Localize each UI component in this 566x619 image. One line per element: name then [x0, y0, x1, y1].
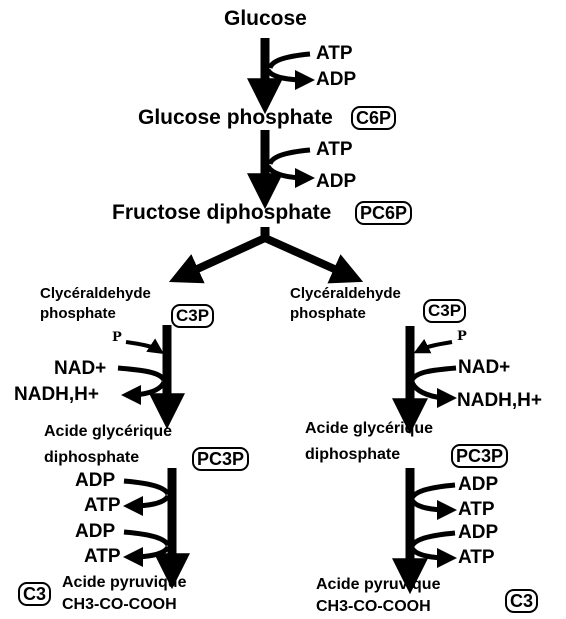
- left-p-in: [125, 338, 164, 354]
- c6p-badge: C6P: [351, 106, 397, 130]
- right-adp-in-1: [409, 482, 456, 500]
- left-nadh-out: [121, 380, 167, 405]
- left-nadh-label: NADH,H+: [14, 384, 99, 405]
- right-acide-glycerique-line2: diphosphate: [305, 446, 401, 463]
- atp-in-curve-1: [267, 51, 311, 70]
- right-glyceraldehyde-line1: Clycéraldehyde: [290, 285, 401, 302]
- right-p-in: [413, 338, 453, 354]
- left-acide-pyruvique-line2: CH3-CO-COOH: [62, 596, 177, 613]
- adp-out-curve-2: [265, 164, 315, 188]
- adp-out-curve-1: [265, 68, 315, 90]
- right-nadh-label: NADH,H+: [457, 390, 542, 411]
- left-atp-out-2: [123, 545, 171, 567]
- right-acide-glycerique-line1: Acide glycérique: [305, 420, 434, 437]
- left-acide-pyruvique-line1: Acide pyruvique: [62, 574, 187, 591]
- right-acide-pyruvique-line2: CH3-CO-COOH: [316, 598, 431, 615]
- left-atp-label-1: ATP: [84, 495, 121, 516]
- right-nadh-out: [409, 380, 457, 408]
- left-acide-glycerique-line1: Acide glycérique: [44, 423, 173, 440]
- left-atp-label-2: ATP: [84, 546, 121, 567]
- glucose-label: Glucose: [224, 7, 307, 30]
- right-c3p-badge: C3P: [423, 299, 467, 323]
- left-nad-in: [117, 365, 167, 382]
- right-nad-label: NAD+: [458, 357, 511, 378]
- right-atp-out-2: [409, 546, 457, 568]
- atp-label-1: ATP: [316, 43, 353, 64]
- right-adp-label-2: ADP: [458, 522, 499, 543]
- left-acide-glycerique-line2: diphosphate: [44, 449, 140, 466]
- right-adp-label-1: ADP: [458, 474, 499, 495]
- left-pc3p-badge: PC3P: [192, 447, 250, 471]
- right-adp-in-2: [409, 530, 456, 548]
- left-adp-label-1: ADP: [75, 470, 116, 491]
- left-atp-out-1: [123, 494, 171, 516]
- left-nad-label: NAD+: [54, 358, 107, 379]
- left-adp-in-2: [123, 529, 171, 547]
- adp-label-1: ADP: [316, 69, 357, 90]
- split-left-arrow: [168, 234, 267, 284]
- pc6p-badge: PC6P: [355, 201, 413, 225]
- atp-in-curve-2: [267, 147, 311, 166]
- right-atp-label-1: ATP: [458, 499, 495, 520]
- left-glyceraldehyde-line1: Clycéraldehyde: [40, 285, 151, 302]
- right-pc3p-badge: PC3P: [451, 444, 509, 468]
- right-glyceraldehyde-line2: phosphate: [290, 305, 366, 322]
- right-c3-badge: C3: [505, 589, 539, 613]
- left-adp-label-2: ADP: [75, 521, 116, 542]
- right-atp-out-1: [409, 498, 457, 520]
- right-acide-pyruvique-line1: Acide pyruvique: [316, 576, 441, 593]
- atp-label-2: ATP: [316, 139, 353, 160]
- left-glyceraldehyde-line2: phosphate: [40, 305, 116, 322]
- right-nad-in: [409, 365, 457, 382]
- left-p-label: P: [112, 330, 122, 345]
- left-adp-in-1: [123, 478, 171, 496]
- right-atp-label-2: ATP: [458, 547, 495, 568]
- left-c3-badge: C3: [18, 582, 52, 606]
- fructose-diphosphate-label: Fructose diphosphate: [112, 201, 332, 224]
- glucose-phosphate-label: Glucose phosphate: [138, 106, 333, 129]
- left-c3p-badge: C3P: [171, 304, 215, 328]
- adp-label-2: ADP: [316, 171, 357, 192]
- right-p-label: P: [457, 329, 467, 344]
- split-right-arrow: [263, 234, 364, 284]
